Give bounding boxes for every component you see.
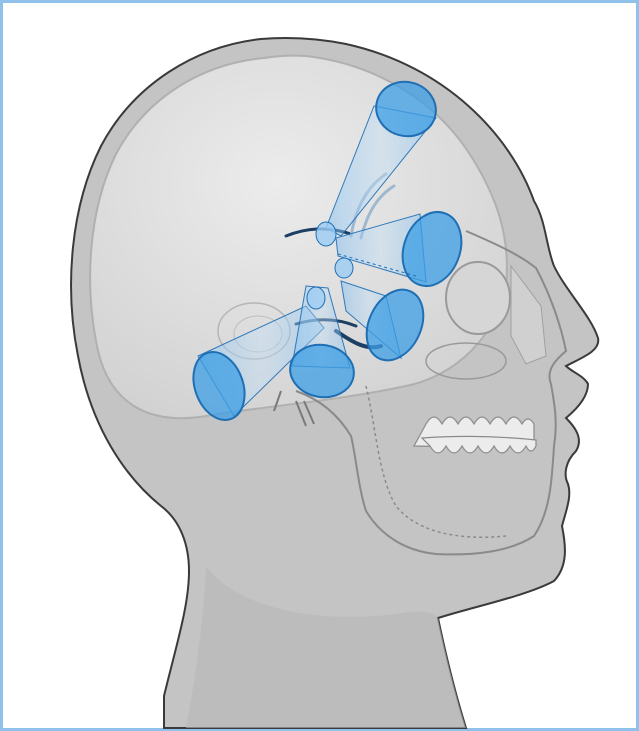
teeth [414,417,536,453]
eye-orbit [446,262,510,334]
head-illustration [6,6,639,731]
